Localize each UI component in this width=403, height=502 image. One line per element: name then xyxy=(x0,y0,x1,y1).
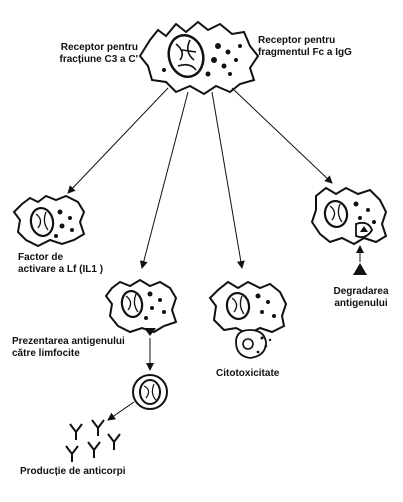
label-factor-line2: activare a Lf (IL1 ) xyxy=(18,264,104,275)
label-receptor-fc: Receptor pentru fragmentul Fc a IgG xyxy=(258,35,352,59)
label-prezentarea: Prezentarea antigenului către limfocite xyxy=(12,336,125,360)
label-factor-line1: Factor de xyxy=(18,252,64,263)
presented-antigen xyxy=(144,328,156,336)
arrow-to-antibodies xyxy=(107,401,135,421)
label-prezentarea-line2: către limfocite xyxy=(12,348,80,359)
label-degradarea-line1: Degradarea xyxy=(333,286,389,297)
antigen-triangle xyxy=(353,245,367,275)
macrophage-cell-degradation xyxy=(310,186,388,246)
nucleus-top xyxy=(167,33,205,79)
label-receptor-fc-line1: Receptor pentru xyxy=(258,35,336,46)
antibodies xyxy=(65,419,121,462)
label-citotoxicitate: Citotoxicitate xyxy=(216,368,280,379)
arrow-to-factor-cell xyxy=(67,87,169,194)
label-prezentarea-line1: Prezentarea antigenului xyxy=(12,336,125,347)
macrophage-cell-presentation xyxy=(104,278,178,336)
label-receptor-c3-line2: fracțiune C3 a C' xyxy=(59,54,138,65)
label-receptor-c3-line1: Receptor pentru xyxy=(60,42,138,53)
granules-top xyxy=(162,43,242,77)
label-receptor-fc-line2: fragmentul Fc a IgG xyxy=(258,47,352,58)
label-receptor-c3: Receptor pentru fracțiune C3 a C' xyxy=(38,42,138,66)
label-productie: Producție de anticorpi xyxy=(20,466,126,477)
macrophage-cell-factor xyxy=(12,194,86,248)
arrow-to-presentation-cell xyxy=(139,91,189,269)
label-degradarea-line2: antigenului xyxy=(334,298,388,309)
macrophage-cell-top xyxy=(138,20,260,96)
arrow-to-cytotoxic-cell xyxy=(211,91,245,269)
label-degradarea: Degradarea antigenului xyxy=(325,286,397,310)
arrow-to-degradation-cell xyxy=(231,87,333,184)
macrophage-cell-cytotoxic xyxy=(208,280,288,336)
target-cell-lysed xyxy=(235,329,272,359)
label-factor-activare: Factor de activare a Lf (IL1 ) xyxy=(18,252,103,276)
lymphocyte-cell xyxy=(132,374,168,410)
